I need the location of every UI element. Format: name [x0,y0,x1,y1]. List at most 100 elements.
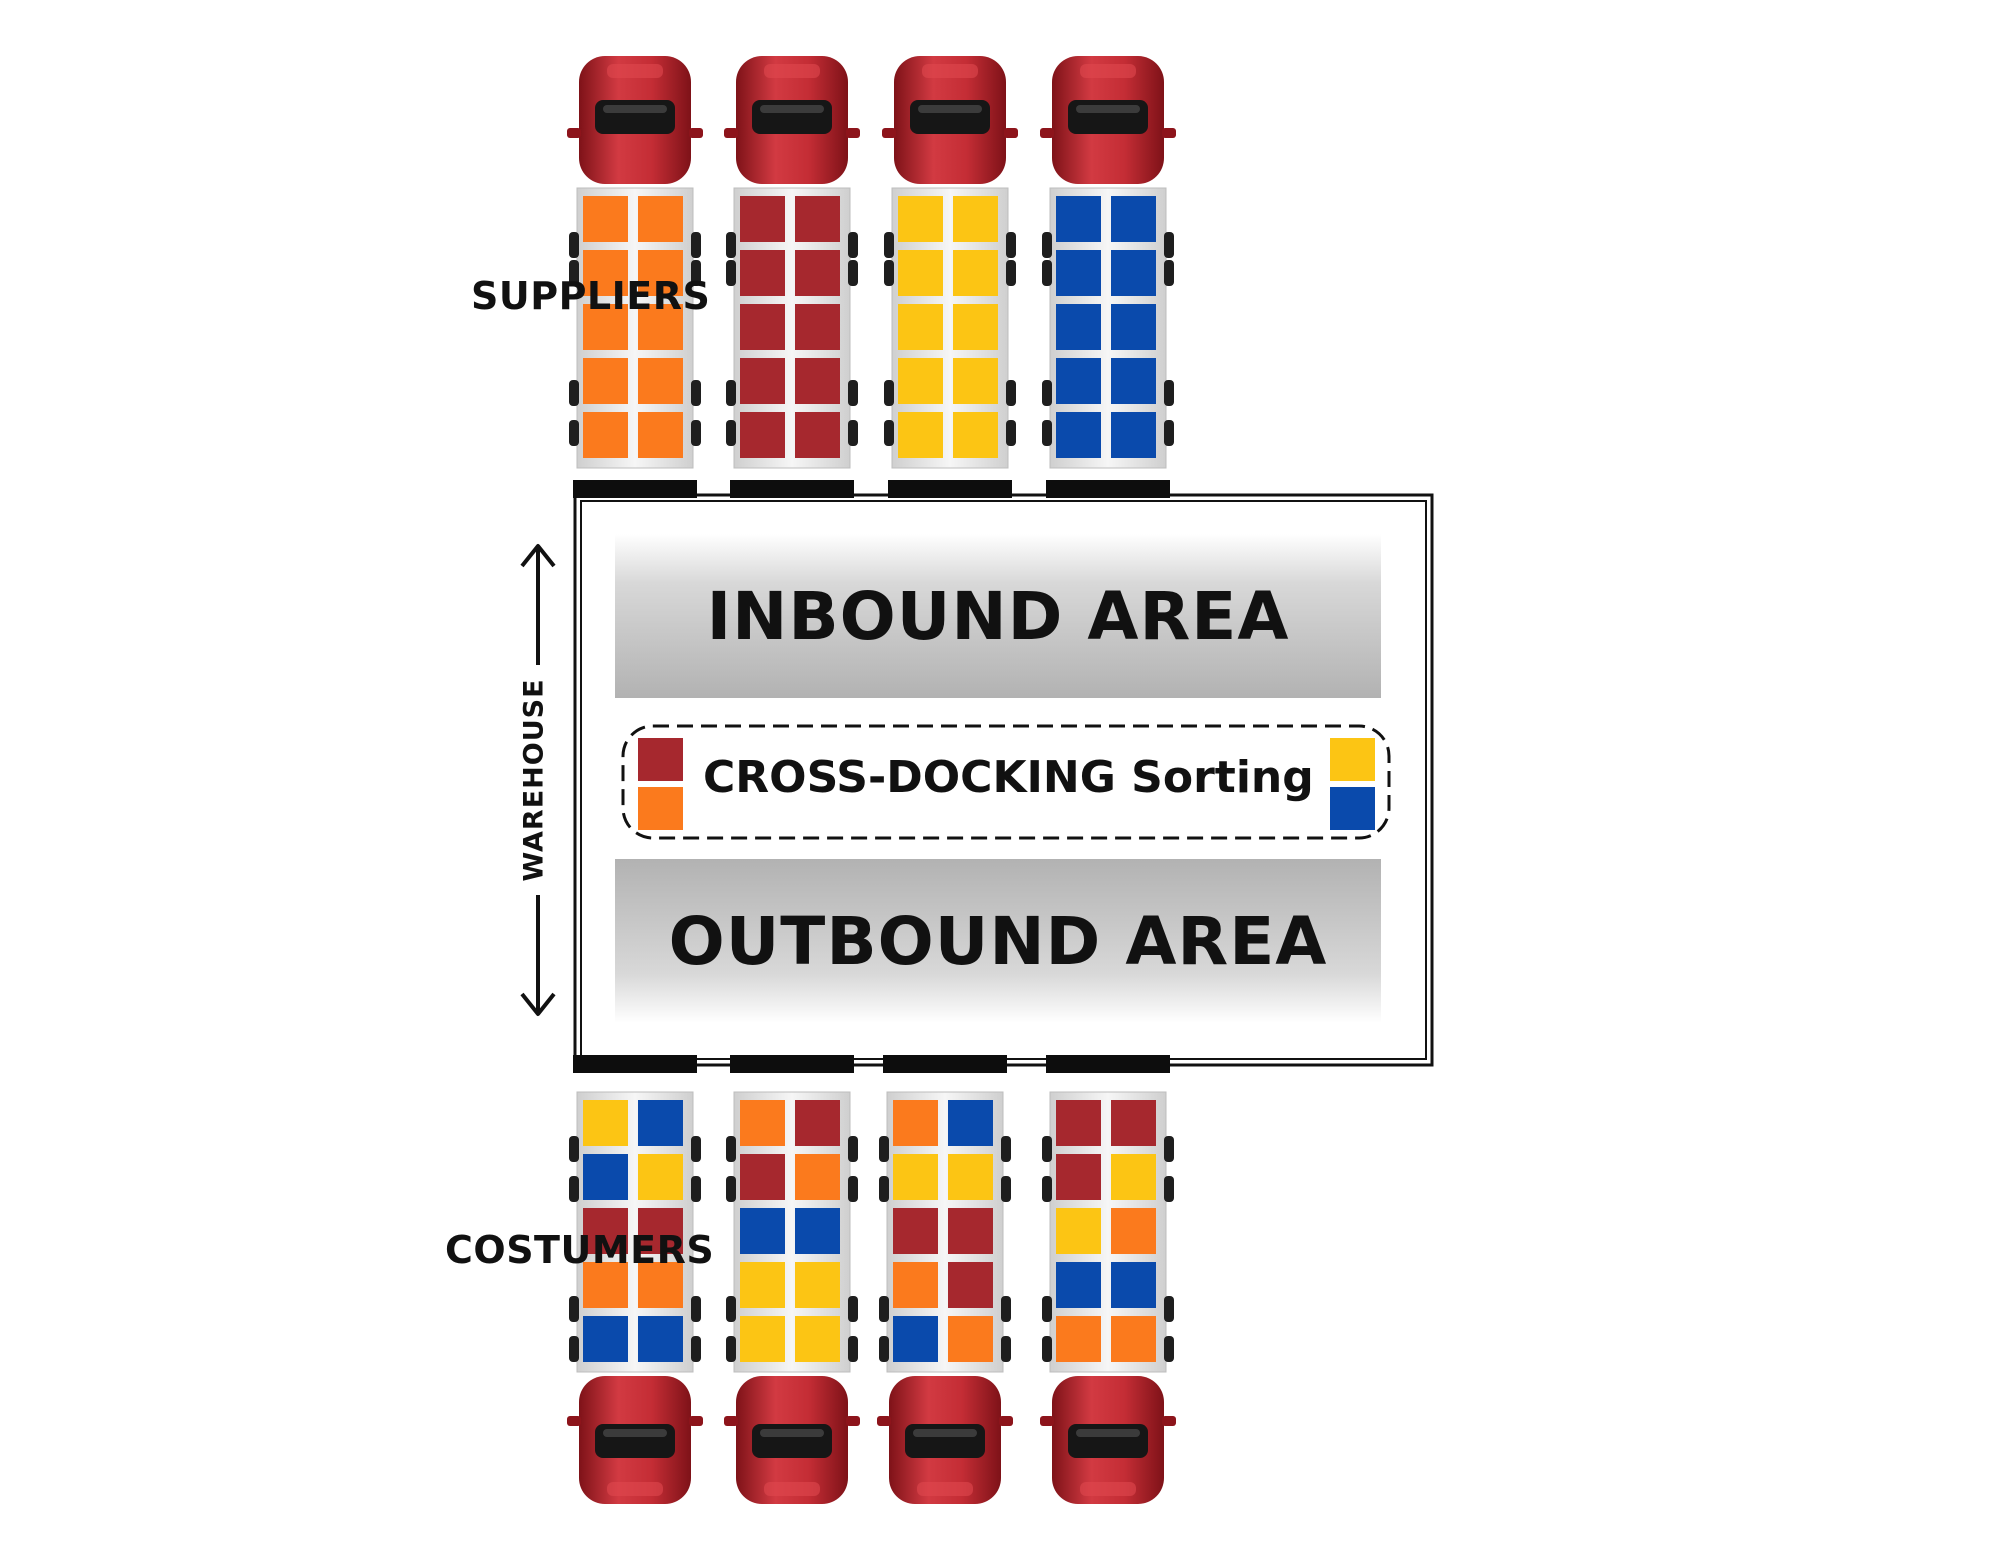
supplier-truck-1-cab [567,56,703,184]
supplier-truck-2-wheel-left-4 [726,420,736,446]
customer-truck-4-mirror-right [1162,1416,1176,1426]
customer-truck-4-wheel-left-4 [1042,1336,1052,1362]
customer-truck-1-wheel-right-1 [691,1136,701,1162]
customer-truck-2-wheel-right-1 [848,1136,858,1162]
supplier-truck-2-hood-highlight [764,64,820,78]
customer-truck-3-hood-highlight [917,1482,973,1496]
inbound-area: INBOUND AREA [615,534,1381,698]
supplier-truck-2-wheel-right-3 [848,380,858,406]
supplier-truck-3-wheel-right-2 [1006,260,1016,286]
supplier-truck-4-wheel-left-2 [1042,260,1052,286]
inbound-dock-1 [573,480,697,498]
cross-docking-dashed-box [621,724,1391,840]
supplier-truck-3-wheel-left-4 [884,420,894,446]
supplier-truck-3-box-r5c2 [953,412,998,458]
supplier-truck-1-box-r3c2 [638,304,683,350]
customer-truck-2-box-r3c2 [795,1208,840,1254]
supplier-truck-1-box-r1c2 [638,196,683,242]
supplier-truck-4-box-r3c2 [1111,304,1156,350]
customer-truck-1-box-r1c1 [583,1100,628,1146]
suppliers-label: SUPPLIERS [471,274,711,318]
customer-truck-4-cab [1040,1376,1176,1504]
customer-truck-2-box-r5c1 [740,1316,785,1362]
supplier-truck-3-box-r1c1 [898,196,943,242]
customer-truck-4-box-r1c2 [1111,1100,1156,1146]
customer-truck-2-box-r4c2 [795,1262,840,1308]
customer-truck-2-box-r4c1 [740,1262,785,1308]
customer-truck-4-wheel-right-1 [1164,1136,1174,1162]
customer-truck-1-box-r4c2 [638,1262,683,1308]
customer-truck-1-wheel-right-3 [691,1296,701,1322]
customer-truck-2 [724,1091,860,1504]
supplier-truck-4-wheel-right-4 [1164,420,1174,446]
supplier-truck-4-box-r4c2 [1111,358,1156,404]
customer-truck-2-box-r5c2 [795,1316,840,1362]
outbound-dock-1 [573,1055,697,1073]
supplier-truck-4-cab [1040,56,1176,184]
supplier-truck-2-wheel-right-1 [848,232,858,258]
supplier-truck-1-box-r4c2 [638,358,683,404]
supplier-truck-2-box-r1c2 [795,196,840,242]
supplier-truck-4-box-r4c1 [1056,358,1101,404]
customer-truck-3-box-r3c1 [893,1208,938,1254]
supplier-truck-2-box-r2c1 [740,250,785,296]
warehouse-label: WAREHOUSE [518,678,550,882]
sorting-block-left-bottom [638,787,683,830]
supplier-truck-4-wheel-right-3 [1164,380,1174,406]
customer-truck-4-box-r3c1 [1056,1208,1101,1254]
customer-truck-2-box-r3c1 [740,1208,785,1254]
supplier-truck-4-box-r5c2 [1111,412,1156,458]
outbound-dock-4 [1046,1055,1170,1073]
customer-truck-2-wheel-left-2 [726,1176,736,1202]
supplier-truck-3-box-r4c1 [898,358,943,404]
supplier-truck-2-box-r1c1 [740,196,785,242]
customer-truck-3-mirror-right [999,1416,1013,1426]
customer-truck-2-wheel-left-1 [726,1136,736,1162]
customer-truck-3-box-r4c2 [948,1262,993,1308]
customer-truck-4-box-r5c1 [1056,1316,1101,1362]
supplier-truck-1-wheel-left-2 [569,260,579,286]
customer-truck-1 [567,1091,703,1504]
sorting-block-left-top [638,738,683,781]
customer-truck-3-box-r4c1 [893,1262,938,1308]
supplier-truck-2-cab [724,56,860,184]
customer-truck-4-wheel-right-4 [1164,1336,1174,1362]
supplier-truck-1-wheel-left-1 [569,232,579,258]
customer-truck-4-box-r1c1 [1056,1100,1101,1146]
customer-truck-4-box-r5c2 [1111,1316,1156,1362]
customer-truck-2-hood-highlight [764,1482,820,1496]
supplier-truck-3-wheel-right-4 [1006,420,1016,446]
supplier-truck-2-box-r5c1 [740,412,785,458]
customer-truck-3-wheel-left-2 [879,1176,889,1202]
supplier-truck-3-hood-highlight [922,64,978,78]
customer-truck-3-box-r5c1 [893,1316,938,1362]
supplier-truck-1-wheel-right-2 [691,260,701,286]
outbound-dock-2 [730,1055,854,1073]
customer-truck-1-cab [567,1376,703,1504]
supplier-truck-4-box-r5c1 [1056,412,1101,458]
supplier-truck-2-wheel-left-3 [726,380,736,406]
customer-truck-3-cab [877,1376,1013,1504]
customer-truck-4-wheel-right-3 [1164,1296,1174,1322]
supplier-truck-3-box-r2c2 [953,250,998,296]
supplier-truck-3-wheel-left-1 [884,232,894,258]
supplier-truck-3-box-r5c1 [898,412,943,458]
supplier-truck-2-box-r3c2 [795,304,840,350]
supplier-truck-3-mirror-right [1004,128,1018,138]
arrow-head-down [520,992,556,1016]
customer-truck-1-box-r1c2 [638,1100,683,1146]
supplier-truck-2-box-r2c2 [795,250,840,296]
supplier-truck-3-box-r3c1 [898,304,943,350]
customer-truck-2-windshield-shine [760,1429,824,1437]
supplier-truck-3-wheel-right-1 [1006,232,1016,258]
customer-truck-3-wheel-left-3 [879,1296,889,1322]
outbound-dock-3 [883,1055,1007,1073]
arrow-head-up [520,544,556,568]
customer-truck-1-wheel-right-4 [691,1336,701,1362]
customer-truck-3-wheel-right-4 [1001,1336,1011,1362]
supplier-truck-2-box-r5c2 [795,412,840,458]
supplier-truck-1 [567,56,703,469]
customer-truck-2-wheel-right-2 [848,1176,858,1202]
supplier-truck-4-box-r1c2 [1111,196,1156,242]
